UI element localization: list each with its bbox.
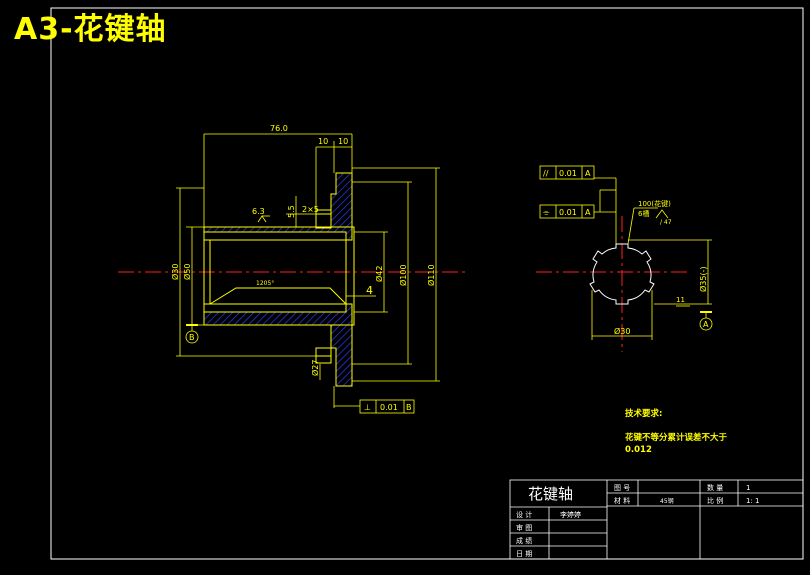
designer-name: 李婷婷 bbox=[560, 510, 581, 519]
dim-4: 4 bbox=[366, 284, 373, 297]
tol2-datum: A bbox=[585, 208, 591, 217]
quantity-label: 数 量 bbox=[707, 483, 723, 492]
date-label: 日 期 bbox=[516, 550, 532, 558]
dim-length: 76.0 bbox=[270, 124, 288, 133]
dim-100: Ø100 bbox=[398, 264, 408, 286]
quantity-value: 1 bbox=[746, 484, 750, 492]
title-block: 花键轴 图 号 数 量 1 材 料 45钢 比 例 1: 1 设 计 李婷婷 审… bbox=[509, 479, 804, 560]
scale-label: 比 例 bbox=[707, 496, 723, 505]
datum-a-label: A bbox=[703, 320, 709, 329]
tol1-symbol: // bbox=[543, 169, 549, 178]
spline-profile bbox=[589, 243, 655, 305]
section-lower bbox=[203, 303, 353, 387]
dim-inner: Ø42 bbox=[374, 266, 384, 282]
tol2-value: 0.01 bbox=[559, 208, 577, 217]
tol1-value: 0.01 bbox=[559, 169, 577, 178]
datum-b-label: B bbox=[189, 333, 195, 342]
side-note-3: / 47 bbox=[660, 219, 672, 226]
front-view: 76.0 10 10 5.5 2×5 6.3 Ø30 Ø50 Ø42 Ø100 … bbox=[118, 124, 465, 414]
roughness-value: 6.3 bbox=[252, 207, 265, 216]
section-upper bbox=[203, 172, 353, 241]
dim-110: Ø110 bbox=[426, 264, 436, 286]
part-name: 花键轴 bbox=[528, 485, 573, 503]
tech-heading: 技术要求: bbox=[625, 408, 662, 419]
dim-bottom: Ø27 bbox=[310, 360, 320, 376]
dim-5-5: 5.5 bbox=[287, 205, 296, 218]
perpendicularity-frame: ⊥ 0.01 B bbox=[359, 399, 415, 414]
page-title: A3-花键轴 bbox=[14, 12, 167, 47]
datum-b-marker: B bbox=[185, 324, 199, 344]
material-value: 45钢 bbox=[660, 497, 674, 505]
inner-note: 1205° bbox=[256, 280, 274, 287]
side-view: // 0.01 A ⌯ 0.01 A 100(花键) 6槽 / 47 Ø35(-… bbox=[536, 165, 713, 352]
tol2-symbol: ⌯ bbox=[543, 208, 550, 217]
dim-10-right: 10 bbox=[338, 137, 348, 146]
datum-a-marker: A bbox=[699, 311, 713, 331]
tech-requirements: 技术要求: 花键不等分累计误差不大于 0.012 bbox=[625, 408, 728, 455]
side-note-1: 100(花键) bbox=[638, 199, 671, 208]
dim-side-bottom: Ø30 bbox=[614, 326, 630, 336]
dim-chamfer: 2×5 bbox=[302, 205, 319, 214]
dim-spline: Ø35(-) bbox=[698, 266, 708, 292]
tolerance-frame-parallel: // 0.01 A bbox=[539, 165, 595, 180]
grade-label: 成 绩 bbox=[516, 536, 532, 545]
review-label: 审 图 bbox=[516, 523, 532, 532]
scale-value: 1: 1 bbox=[746, 497, 760, 505]
drawing-frame bbox=[50, 7, 804, 560]
tolerance-frame-symmetry: ⌯ 0.01 A bbox=[539, 204, 595, 219]
design-label: 设 计 bbox=[516, 510, 532, 519]
perp-value: 0.01 bbox=[380, 403, 398, 412]
material-label: 材 料 bbox=[614, 496, 630, 505]
perp-datum: B bbox=[406, 403, 412, 412]
perp-symbol: ⊥ bbox=[364, 403, 371, 412]
side-note-2: 6槽 bbox=[638, 209, 649, 218]
tol1-datum: A bbox=[585, 169, 591, 178]
dim-left-small: Ø50 bbox=[182, 264, 192, 280]
tech-line-2: 0.012 bbox=[625, 445, 652, 455]
dim-11: 11 bbox=[676, 296, 685, 304]
tech-line-1: 花键不等分累计误差不大于 bbox=[625, 432, 728, 443]
drawing-no-label: 图 号 bbox=[614, 484, 630, 492]
dim-bore-left: Ø30 bbox=[170, 264, 180, 280]
dim-10-left: 10 bbox=[318, 137, 328, 146]
